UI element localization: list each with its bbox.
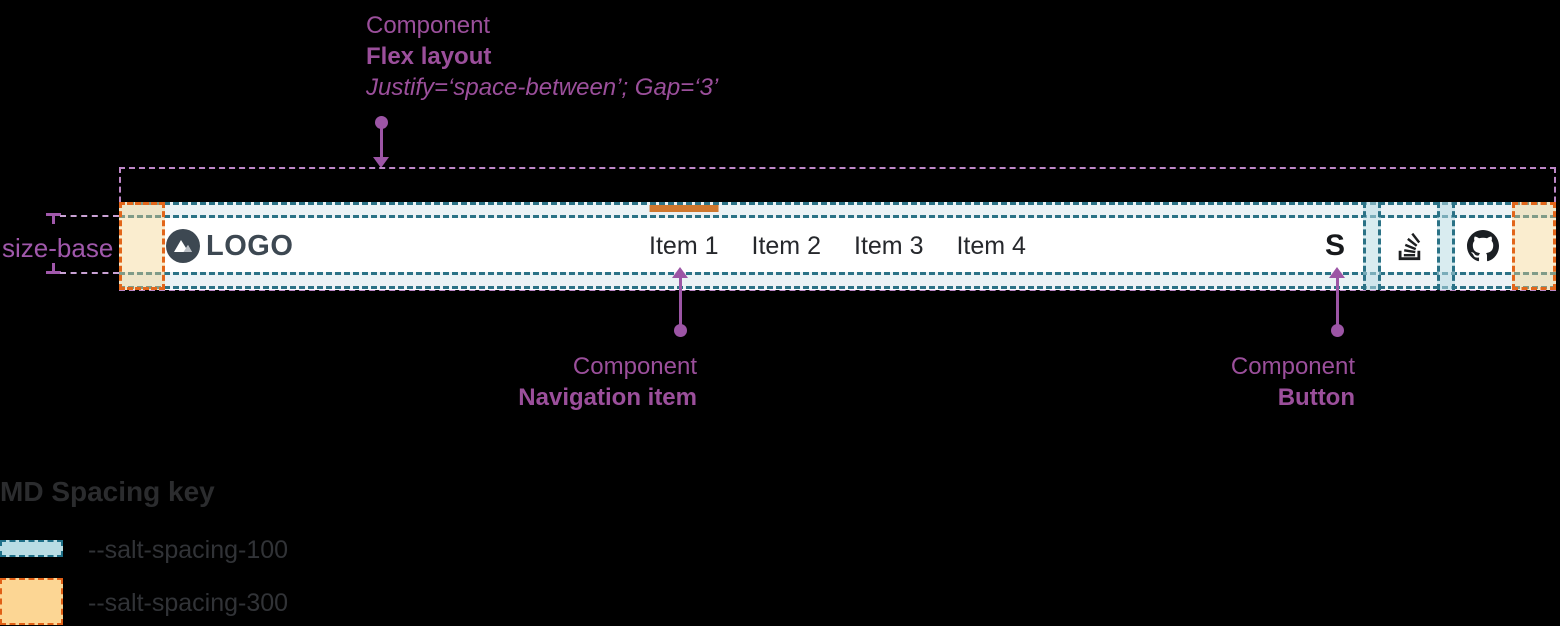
button-arrow-dot (1331, 324, 1344, 337)
flex-layout-annotation: Component Flex layout Justify=‘space-bet… (366, 10, 718, 103)
annotation-title: Navigation item (518, 384, 697, 411)
nav-item-2[interactable]: Item 2 (752, 202, 821, 290)
spacing-100-swatch (0, 540, 63, 557)
salt-button[interactable]: S (1307, 202, 1363, 290)
annotation-title: Flex layout (366, 43, 492, 70)
logo-text: LOGO (206, 229, 294, 262)
size-base-top-dash (60, 215, 119, 217)
spacing-100-gap (1363, 202, 1381, 290)
spacing-100-strip-bottom (119, 272, 1556, 289)
flex-layout-arrow-dot (375, 116, 388, 129)
button-arrowhead-icon (1329, 267, 1345, 278)
size-base-bottom-tick (46, 271, 61, 274)
nav-item-4[interactable]: Item 4 (956, 202, 1025, 290)
annotation-eyebrow: Component (1230, 353, 1355, 380)
github-button[interactable] (1455, 202, 1511, 290)
stackoverflow-icon (1394, 231, 1424, 261)
annotation-eyebrow: Component (366, 12, 491, 39)
navigation-items: Item 1 Item 2 Item 3 Item 4 (649, 202, 1026, 290)
size-base-label: size-base (2, 233, 114, 263)
size-base-top-stem (52, 213, 55, 224)
nav-item-arrow-stem (679, 277, 682, 330)
stackoverflow-button[interactable] (1381, 202, 1437, 290)
nav-item-1[interactable]: Item 1 (649, 202, 719, 290)
spacing-300-swatch (0, 578, 63, 625)
legend-label: --salt-spacing-100 (88, 536, 289, 564)
button-arrow-stem (1336, 277, 1339, 330)
spacing-300-pad-left (119, 202, 165, 290)
logo[interactable]: LOGO (166, 217, 293, 275)
mountain-logo-icon (166, 229, 200, 263)
spacing-300-pad-right (1512, 202, 1556, 290)
legend-label: --salt-spacing-300 (88, 589, 289, 617)
header-actions: S (1307, 202, 1511, 290)
flex-layout-arrow-stem (380, 127, 383, 159)
nav-item-label: Item 2 (751, 231, 821, 260)
legend-title: MD Spacing key (0, 476, 215, 507)
spacing-100-gap (1437, 202, 1455, 290)
github-icon (1467, 230, 1499, 262)
active-indicator (649, 205, 719, 212)
nav-item-label: Item 4 (956, 231, 1026, 260)
salt-s-icon: S (1324, 229, 1345, 262)
annotation-title: Button (1277, 384, 1355, 411)
size-base-bottom-stem (52, 263, 55, 274)
size-base-bottom-dash (60, 272, 119, 274)
nav-item-label: Item 3 (854, 231, 924, 260)
flex-layout-arrowhead-icon (373, 157, 389, 168)
nav-item-arrowhead-icon (672, 267, 688, 278)
navigation-item-annotation: Component Navigation item (518, 351, 697, 413)
annotation-detail: Justify=‘space-between’; Gap=‘3’ (366, 74, 719, 101)
nav-item-arrow-dot (674, 324, 687, 337)
app-header: LOGO Item 1 Item 2 Item 3 Item 4 S (119, 202, 1556, 290)
annotation-eyebrow: Component (572, 353, 697, 380)
button-annotation: Component Button (1231, 351, 1355, 413)
nav-item-label: Item 1 (649, 231, 719, 260)
spacing-100-strip-top (119, 202, 1556, 218)
nav-item-3[interactable]: Item 3 (854, 202, 923, 290)
